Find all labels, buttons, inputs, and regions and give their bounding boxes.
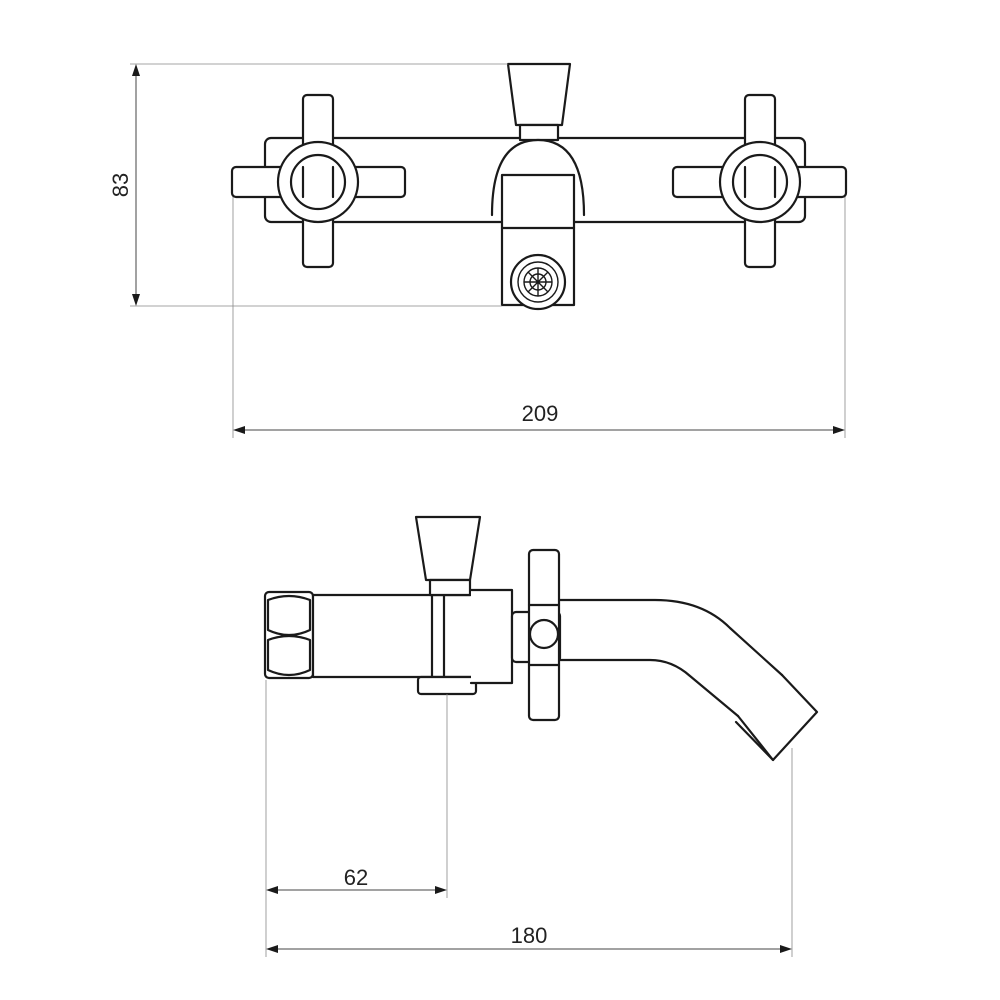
right-cross-handle [671,93,848,269]
front-view: 83 209 [108,62,848,438]
total-length-label: 180 [511,923,548,948]
short-length-dimension: 62 [265,680,448,898]
wall-hex-nut [263,590,315,680]
side-cross-handle [510,548,562,722]
front-spout [490,138,586,311]
height-dimension: 83 [108,63,508,307]
total-length-dimension: 180 [265,748,793,957]
side-connector [469,588,514,685]
width-dimension: 209 [232,197,846,438]
width-label: 209 [522,401,559,426]
diverter-knob [506,62,572,142]
left-cross-handle [230,93,407,269]
height-label: 83 [108,173,133,197]
side-bottom-plug [416,675,478,696]
side-diverter-knob [414,515,482,597]
side-view: 62 180 [263,515,819,957]
side-spout [556,598,819,762]
side-body [311,593,483,679]
short-length-label: 62 [344,865,368,890]
